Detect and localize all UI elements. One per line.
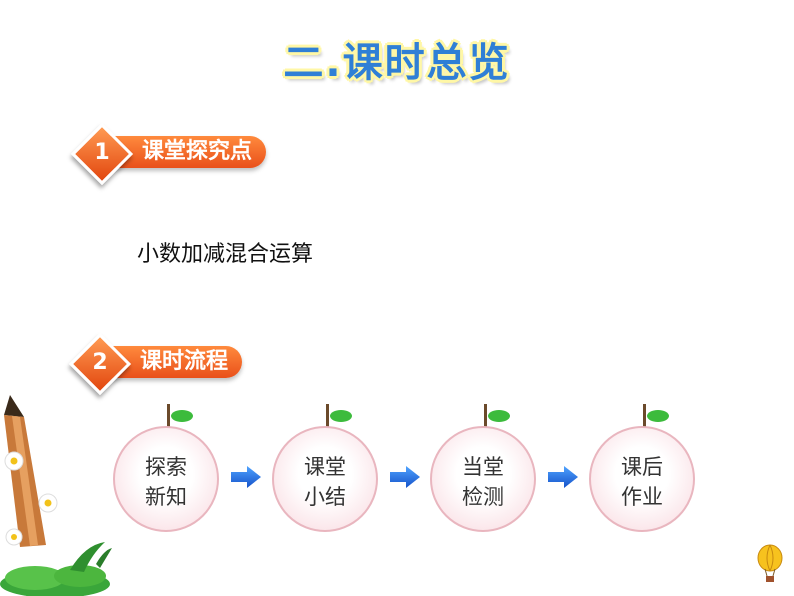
right-arrow-icon [231, 466, 261, 488]
flow-step-summary: 课堂 小结 [272, 400, 384, 532]
leaf-icon [171, 410, 193, 422]
step-label-line: 检测 [462, 485, 504, 509]
page-title: 二.课时总览 [283, 40, 511, 86]
right-arrow-icon [548, 466, 578, 488]
grass-icon [0, 542, 112, 596]
daisy-flower-icon [4, 451, 24, 471]
step-label-line: 当堂 [462, 455, 504, 479]
flow-step-homework: 课后 作业 [589, 400, 701, 532]
hot-air-balloon-icon [757, 544, 783, 582]
leaf-icon [330, 410, 352, 422]
step-label-line: 课后 [621, 455, 663, 479]
step-label: 探索 新知 [113, 452, 219, 512]
flow-step-test: 当堂 检测 [430, 400, 542, 532]
apple-stem-icon [484, 404, 487, 428]
leaf-icon [488, 410, 510, 422]
apple-stem-icon [167, 404, 170, 428]
apple-stem-icon [643, 404, 646, 428]
step-label: 课堂 小结 [272, 452, 378, 512]
step-circle [430, 426, 536, 532]
step-label: 课后 作业 [589, 452, 695, 512]
leaf-icon [647, 410, 669, 422]
step-label: 当堂 检测 [430, 452, 536, 512]
lesson-topic: 小数加减混合运算 [137, 242, 314, 267]
step-label-line: 课堂 [304, 455, 346, 479]
pencil-decoration-icon [4, 395, 58, 547]
step-label-line: 作业 [621, 485, 663, 509]
step-circle [113, 426, 219, 532]
section-number: 1 [94, 140, 110, 165]
step-label-line: 小结 [304, 485, 346, 509]
flow-step-explore: 探索 新知 [113, 400, 225, 532]
step-label-line: 探索 [145, 455, 187, 479]
section-number: 2 [92, 350, 108, 375]
step-label-line: 新知 [145, 485, 187, 509]
step-circle [589, 426, 695, 532]
section-label: 课堂探究点 [98, 136, 267, 168]
step-circle [272, 426, 378, 532]
apple-stem-icon [326, 404, 329, 428]
right-arrow-icon [390, 466, 420, 488]
